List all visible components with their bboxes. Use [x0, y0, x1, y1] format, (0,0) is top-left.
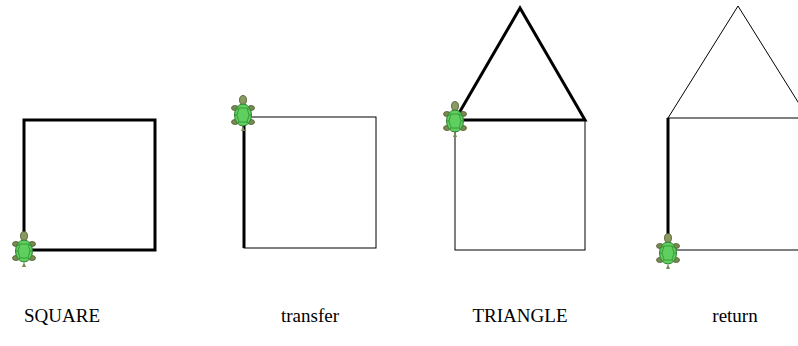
- return-figure: [657, 6, 798, 269]
- panel-caption: transfer: [281, 305, 339, 328]
- panel-caption: TRIANGLE: [473, 305, 568, 328]
- panel-caption: return: [712, 305, 757, 328]
- transfer-figure: [232, 96, 377, 249]
- panel-caption: SQUARE: [24, 305, 100, 328]
- triangle-figure: [444, 8, 586, 250]
- square-figure: [13, 120, 156, 267]
